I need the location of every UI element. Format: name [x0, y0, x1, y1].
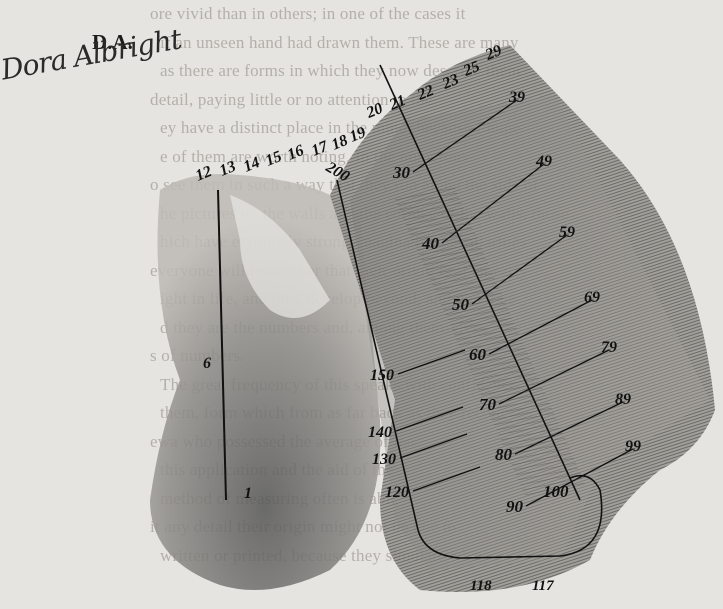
number-label: 69	[584, 289, 600, 306]
number-label: 118	[470, 578, 492, 594]
number-label: 80	[495, 445, 513, 464]
number-label: 120	[385, 484, 409, 501]
number-label: 6	[203, 355, 211, 372]
number-label: 50	[452, 295, 470, 314]
number-label: 70	[479, 395, 497, 414]
number-label: 15	[263, 148, 284, 170]
number-label: 16	[285, 142, 306, 164]
number-label: 18	[329, 132, 350, 154]
number-label: 140	[368, 424, 392, 441]
number-label: 30	[392, 163, 411, 182]
number-label: 59	[559, 224, 575, 241]
number-label: 1	[244, 485, 252, 502]
number-label: 39	[508, 89, 525, 106]
number-label: 14	[241, 154, 262, 176]
number-label: 90	[506, 497, 524, 516]
number-label: 117	[532, 578, 554, 594]
number-label: 89	[615, 391, 631, 408]
number-label: 130	[372, 451, 396, 468]
number-label: 100	[543, 482, 569, 501]
number-label: 17	[309, 138, 331, 160]
number-label: 60	[469, 345, 487, 364]
number-label: 99	[625, 438, 641, 455]
number-label: 40	[421, 234, 440, 253]
number-label: 150	[370, 367, 394, 384]
number-label: 49	[535, 153, 552, 170]
number-label: 79	[601, 339, 617, 356]
